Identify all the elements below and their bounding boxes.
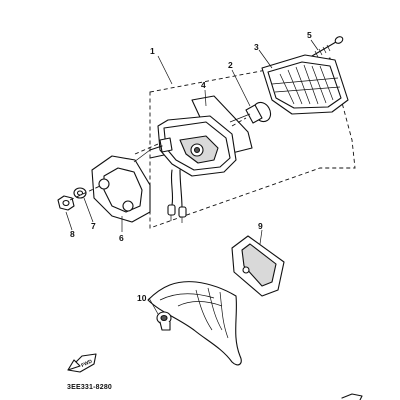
- callout-9: 9: [258, 221, 263, 231]
- callout-2: 2: [228, 60, 233, 70]
- callout-6: 6: [119, 233, 124, 243]
- callout-5: 5: [307, 30, 312, 40]
- callout-4: 4: [201, 80, 206, 90]
- assembly-boundary: [149, 57, 356, 229]
- corner-fragment: [341, 393, 363, 400]
- callout-3: 3: [254, 42, 259, 52]
- lens-screw: [311, 36, 344, 58]
- part-code: 3EE331-8280: [67, 384, 112, 391]
- mounting-bracket: [91, 149, 151, 223]
- grommet: [156, 311, 172, 331]
- callout-8: 8: [70, 229, 75, 239]
- bulb: [229, 101, 272, 124]
- nut: [57, 195, 75, 211]
- callout-7: 7: [91, 221, 96, 231]
- forward-arrow-icon: FWD: [67, 353, 97, 373]
- callout-1: 1: [150, 46, 155, 56]
- rear-fender: [147, 281, 242, 366]
- tail-light-housing: [149, 115, 237, 177]
- callout-10: 10: [137, 293, 147, 303]
- leader-lines: [65, 39, 319, 315]
- tail-lens: [261, 54, 349, 115]
- forward-arrow-label: FWD: [80, 358, 93, 368]
- license-light: [231, 235, 285, 297]
- wire-harness: [167, 169, 187, 223]
